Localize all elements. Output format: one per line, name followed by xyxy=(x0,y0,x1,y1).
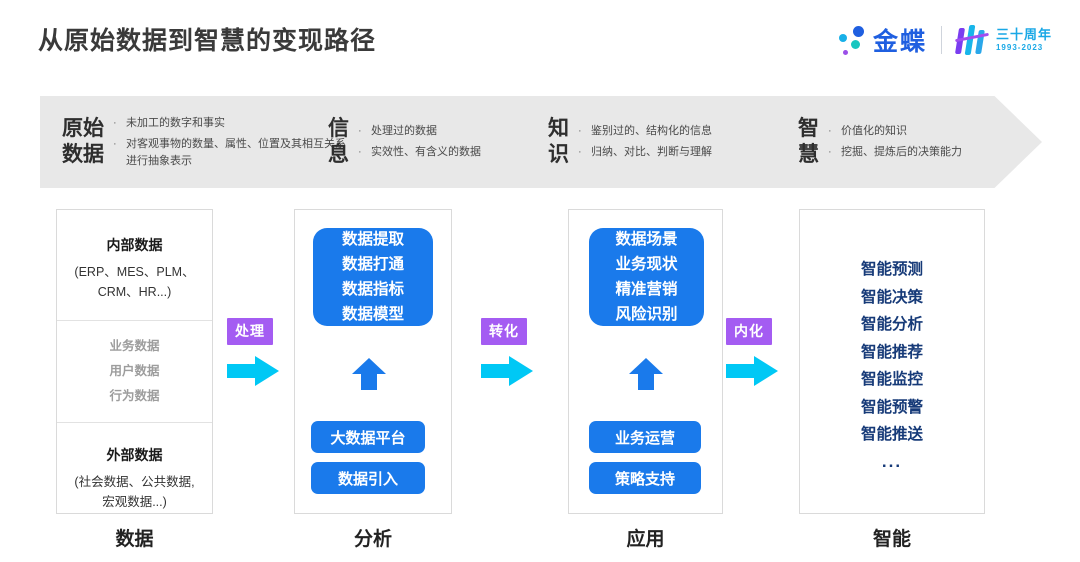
external-data-title: 外部数据 xyxy=(106,447,163,463)
band-bullet-text: 实效性、有含义的数据 xyxy=(371,146,481,158)
bullet-dot-icon: · xyxy=(828,146,832,158)
bullet-dot-icon: · xyxy=(113,116,117,129)
anniversary-title: 三十周年 xyxy=(995,27,1052,42)
intelligence-item: 智能分析 xyxy=(860,316,923,333)
intelligence-item: 智能预警 xyxy=(860,398,923,416)
bullet-dot-icon: · xyxy=(358,146,362,158)
connector-process: 处理 xyxy=(227,318,279,388)
bullet-dot-icon: · xyxy=(358,125,362,137)
analysis-pill-ingest: 数据引入 xyxy=(311,462,425,494)
column-card-data: 内部数据 (ERP、MES、PLM、 CRM、HR...) 业务数据 用户数据 … xyxy=(56,209,213,514)
band-stage-key: 知 识 xyxy=(548,117,569,166)
section-divider xyxy=(57,320,212,321)
band-stage-raw-data: 原始 数据 · 未加工的数字和事实 · 对客观事物的数量、属性、位置及其相互关系进行… xyxy=(62,96,346,188)
anniversary-badge: 三十周年 1993-2023 xyxy=(954,24,1052,56)
bullet-dot-icon: · xyxy=(578,146,582,158)
connector-label: 转化 xyxy=(481,318,527,345)
kingdee-dots-icon xyxy=(835,23,869,57)
band-stage-key: 信 息 xyxy=(328,117,349,166)
internal-data-section: 内部数据 (ERP、MES、PLM、 CRM、HR...) xyxy=(57,210,212,320)
application-main-box: 数据场景 业务现状 精准营销 风险识别 xyxy=(589,228,704,326)
brand-divider xyxy=(940,26,942,54)
column-label-analysis: 分析 xyxy=(353,529,392,550)
intelligence-item: 智能预测 xyxy=(860,261,923,278)
band-stage-knowledge: 知 识 · 鉴别过的、结构化的信息 · 归纳、对比、判断与理解 xyxy=(548,96,712,188)
connector-label: 处理 xyxy=(227,318,273,345)
arrow-right-icon xyxy=(227,356,279,386)
band-stage-wisdom: 智 慧 · 价值化的知识 · 挖掘、提炼后的决策能力 xyxy=(798,96,962,188)
data-type-item: 用户数据 xyxy=(109,364,160,378)
bullet-dot-icon: · xyxy=(578,125,582,137)
band-bullet-text: 价值化的知识 xyxy=(841,125,907,137)
brand-logo: 金蝶 三十周年 1993-2023 xyxy=(835,20,1052,60)
connector-internalize: 内化 xyxy=(726,318,778,388)
page-title: 从原始数据到智慧的变现路径 xyxy=(38,27,377,55)
intelligence-item: 智能监控 xyxy=(860,371,923,388)
bullet-dot-icon: · xyxy=(828,125,832,137)
band-stage-key: 原始 数据 xyxy=(62,117,104,166)
band-bullet-text: 处理过的数据 xyxy=(371,125,437,137)
internal-data-title: 内部数据 xyxy=(106,237,163,253)
band-stage-key: 智 慧 xyxy=(798,117,819,166)
anniversary-years: 1993-2023 xyxy=(995,43,1044,52)
column-card-intelligence: 智能预测 智能决策 智能分析 智能推荐 智能监控 智能预警 智能推送 ... xyxy=(799,209,985,514)
analysis-pill-platform: 大数据平台 xyxy=(311,421,425,453)
internal-data-sub: (ERP、MES、PLM、 CRM、HR...) xyxy=(74,265,195,299)
data-type-item: 行为数据 xyxy=(109,389,160,403)
band-stage-information: 信 息 · 处理过的数据 · 实效性、有含义的数据 xyxy=(328,96,481,188)
arrow-up-icon xyxy=(629,358,663,390)
external-data-section: 外部数据 (社会数据、公共数据, 宏观数据...) xyxy=(57,423,212,512)
band-bullet-text: 挖掘、提炼后的决策能力 xyxy=(841,146,962,158)
column-label-data: 数据 xyxy=(115,529,154,550)
band-bullet-text: 对客观事物的数量、属性、位置及其相互关系进行抽象表示 xyxy=(126,137,346,167)
data-type-item: 业务数据 xyxy=(109,339,160,353)
stage-arrow-band: 原始 数据 · 未加工的数字和事实 · 对客观事物的数量、属性、位置及其相互关系进行… xyxy=(40,96,1042,188)
analysis-main-box: 数据提取 数据打通 数据指标 数据模型 xyxy=(313,228,433,326)
data-type-list: 业务数据 用户数据 行为数据 xyxy=(57,321,212,422)
band-bullet-text: 归纳、对比、判断与理解 xyxy=(591,146,712,158)
section-divider xyxy=(57,422,212,423)
column-label-intelligence: 智能 xyxy=(872,529,911,550)
band-bullet-text: 鉴别过的、结构化的信息 xyxy=(591,125,712,137)
application-pill-strategy: 策略支持 xyxy=(589,462,701,494)
intelligence-ellipsis: ... xyxy=(881,451,903,471)
band-bullet-text: 未加工的数字和事实 xyxy=(126,116,225,129)
anniversary-mark-icon xyxy=(954,24,989,56)
intelligence-item: 智能推送 xyxy=(860,426,923,443)
column-label-application: 应用 xyxy=(626,529,665,550)
intelligence-list: 智能预测 智能决策 智能分析 智能推荐 智能监控 智能预警 智能推送 ... xyxy=(800,210,984,475)
application-pill-operations: 业务运营 xyxy=(589,421,701,453)
arrow-up-icon xyxy=(352,358,386,390)
connector-label: 内化 xyxy=(726,318,772,345)
connector-transform: 转化 xyxy=(481,318,533,388)
arrow-right-icon xyxy=(726,356,778,386)
brand-name: 金蝶 xyxy=(872,28,927,56)
intelligence-item: 智能推荐 xyxy=(860,343,923,361)
external-data-sub: (社会数据、公共数据, 宏观数据...) xyxy=(74,475,195,509)
bullet-dot-icon: · xyxy=(113,137,117,150)
intelligence-item: 智能决策 xyxy=(860,288,923,306)
arrow-right-icon xyxy=(481,356,533,386)
